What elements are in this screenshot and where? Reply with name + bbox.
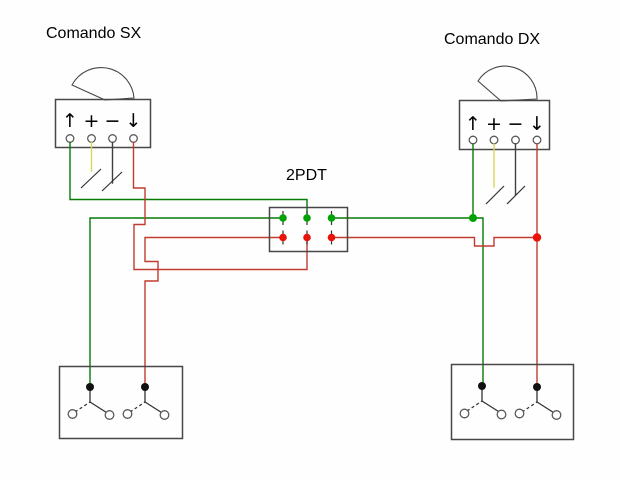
minus-icon: − <box>508 113 524 135</box>
wire-selector-to-left-motor-red <box>144 236 284 388</box>
unused-wires-sx <box>80 141 123 192</box>
switch-throw-closed <box>481 400 499 413</box>
switch-pivot-dot <box>86 383 94 391</box>
switch-symbol <box>122 383 170 420</box>
comando-sx-box <box>54 98 152 149</box>
up-arrow-icon: ↑ <box>465 113 481 135</box>
cut-mark-icon <box>485 185 505 205</box>
left-motor-box-outline <box>58 365 184 440</box>
terminal-circle-up <box>65 134 75 143</box>
throw-contact-circle <box>67 409 78 419</box>
terminal-circle-plus <box>489 135 499 145</box>
selector-label: 2PDT <box>286 167 327 184</box>
wire-selector-to-dx-red <box>330 236 538 247</box>
terminal-circle-up <box>468 135 478 145</box>
throw-contact-circle <box>496 409 507 420</box>
down-arrow-icon: ↓ <box>529 113 545 135</box>
terminal-circle-plus <box>87 134 96 143</box>
plus-icon: + <box>486 113 502 135</box>
throw-contact-circle <box>514 408 525 419</box>
switch-pivot-dot <box>478 382 486 390</box>
switch-throw-closed <box>536 401 554 414</box>
right-motor-box-outline <box>450 363 575 441</box>
switch-throw-open <box>466 400 483 412</box>
throw-contact-circle <box>551 410 562 420</box>
switch-symbol <box>67 383 115 420</box>
terminal-circle-down <box>129 134 138 143</box>
wire-sx-up-to-selector <box>69 141 308 219</box>
throw-contact-circle <box>122 409 133 419</box>
terminal-circle-down <box>532 135 542 145</box>
cut-mark-icon <box>80 168 102 189</box>
contact-dot-green <box>327 214 336 222</box>
2pdt-selector: 2PDT <box>268 167 349 253</box>
lever-icon <box>71 67 135 101</box>
terminal-circle-minus <box>108 134 117 143</box>
throw-contact-circle <box>159 410 170 420</box>
wire-selector-to-left-motor-green <box>89 217 284 388</box>
down-arrow-icon: ↓ <box>126 110 142 132</box>
switch-symbol <box>459 382 507 420</box>
switch-pivot-dot <box>141 383 149 391</box>
up-arrow-icon: ↑ <box>62 110 78 132</box>
red-wires <box>132 141 538 388</box>
junction-dot-red <box>532 233 542 242</box>
junction-dot-green <box>469 214 477 222</box>
right-motor-box <box>450 363 575 441</box>
comando-dx-panel: Comando DX ↑ + − ↓ <box>444 31 551 151</box>
wire-sx-down-to-selector <box>132 141 308 271</box>
lever-icon <box>477 65 538 102</box>
switch-throw-open <box>521 401 538 413</box>
comando-sx-panel: Comando SX ↑ + − ↓ <box>46 25 152 149</box>
comando-sx-label: Comando SX <box>46 25 141 42</box>
minus-icon: − <box>105 110 121 132</box>
cut-mark-icon <box>506 185 526 205</box>
switch-throw-open <box>129 401 146 413</box>
green-wires <box>69 141 484 388</box>
switch-symbol <box>514 383 562 420</box>
left-motor-box <box>58 365 184 440</box>
cut-mark-icon <box>101 171 123 192</box>
contact-dot-green <box>303 214 311 222</box>
contact-dot-red <box>327 233 336 242</box>
switch-throw-open <box>74 401 91 413</box>
comando-dx-box <box>458 99 551 151</box>
switch-throw-closed <box>144 401 162 414</box>
terminal-circle-minus <box>511 135 520 145</box>
switch-throw-closed <box>89 401 107 414</box>
contact-dot-red <box>279 233 287 242</box>
throw-contact-circle <box>459 408 470 419</box>
contact-dot-green <box>279 214 287 222</box>
switch-pivot-dot <box>533 383 541 391</box>
unused-wires-dx <box>485 143 526 205</box>
throw-contact-circle <box>104 410 115 420</box>
2pdt-box <box>268 206 349 253</box>
plus-icon: + <box>84 110 100 132</box>
comando-dx-label: Comando DX <box>444 31 540 48</box>
contact-dot-red <box>303 233 311 242</box>
